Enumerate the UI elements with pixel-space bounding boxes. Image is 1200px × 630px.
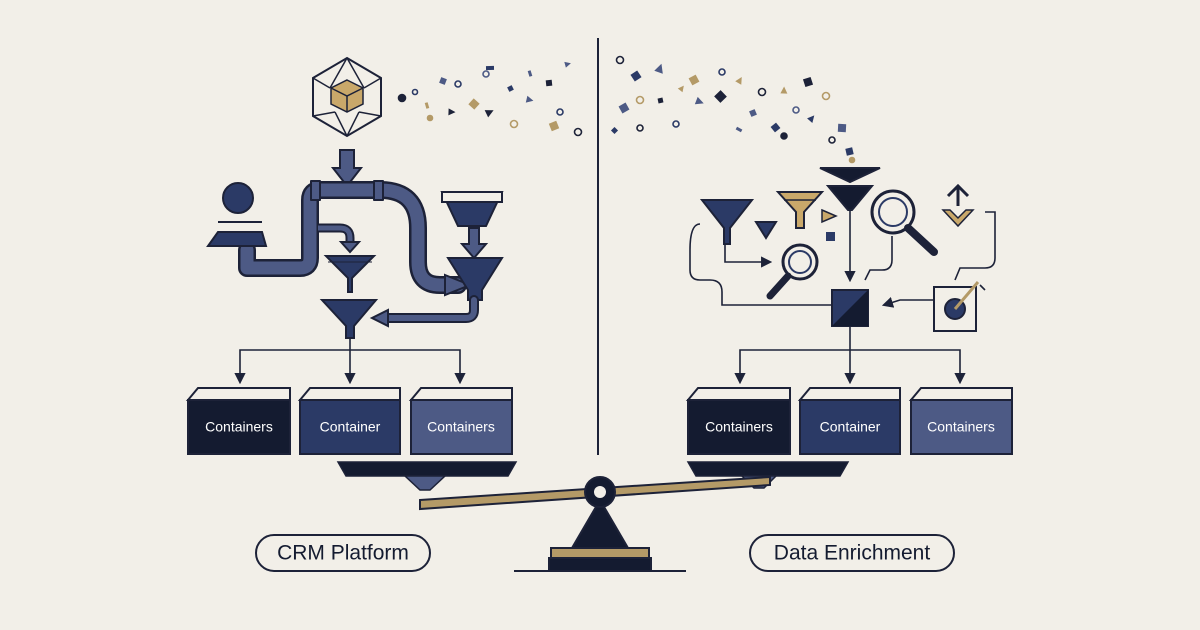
data-enrichment-label: Data Enrichment: [749, 534, 955, 572]
confetti-piece: [780, 132, 788, 140]
magnifier-icon: [766, 243, 819, 300]
container-box: Containers: [185, 387, 291, 455]
container-box: Containers: [685, 387, 791, 455]
confetti-piece: [615, 55, 625, 65]
confetti-piece: [525, 95, 534, 103]
confetti-piece: [630, 70, 642, 82]
confetti-piece: [654, 63, 663, 74]
confetti-piece: [688, 74, 700, 86]
funnel-icon: [699, 199, 755, 245]
container-box: Containers: [408, 387, 513, 455]
funnel-icon: [754, 221, 778, 240]
confetti-piece: [448, 108, 456, 116]
confetti-piece: [636, 124, 644, 132]
pipe-arrow-icon: [444, 273, 473, 297]
funnel-icon: [446, 257, 504, 301]
seesaw-scale-icon: [336, 461, 850, 572]
confetti-piece: [545, 79, 553, 87]
confetti-piece: [454, 80, 462, 88]
confetti-piece: [507, 85, 514, 92]
container-box: Container: [297, 387, 401, 455]
gauge-icon: [933, 281, 980, 332]
confetti-piece: [821, 91, 831, 101]
confetti-piece: [792, 106, 800, 114]
confetti-piece: [484, 110, 494, 118]
crm-platform-label: CRM Platform: [255, 534, 431, 572]
magnifier-icon: [870, 189, 938, 256]
container-label: Containers: [927, 419, 995, 435]
up-down-arrow-icon: [941, 183, 975, 228]
confetti-piece: [807, 115, 815, 123]
funnel-icon: [819, 167, 881, 211]
container-box: Containers: [908, 387, 1013, 455]
confetti-piece: [635, 95, 645, 105]
container-label: Containers: [427, 419, 495, 435]
confetti-piece: [749, 109, 757, 117]
person-icon: [206, 182, 268, 247]
confetti-piece: [482, 70, 490, 78]
confetti-piece: [548, 120, 560, 132]
right-containers: Containers Container Containers: [685, 387, 1013, 455]
funnel-icon: [775, 191, 825, 229]
confetti-piece: [509, 119, 519, 129]
diagonal-square-icon: [831, 289, 869, 327]
connector-lines: [689, 211, 996, 308]
confetti-piece: [573, 127, 583, 137]
confetti-shapes-icon: [397, 55, 856, 164]
confetti-piece: [735, 126, 743, 133]
container-label: Container: [820, 419, 881, 435]
confetti-piece: [718, 68, 726, 76]
pipe-icon: [238, 180, 467, 294]
confetti-piece: [657, 97, 664, 104]
confetti-piece: [610, 126, 619, 135]
data-enrichment-text: Data Enrichment: [774, 542, 931, 565]
confetti-piece: [837, 123, 847, 133]
funnel-icon: [440, 191, 504, 227]
container-label: Containers: [705, 419, 773, 435]
confetti-piece: [397, 93, 407, 103]
confetti-piece: [424, 102, 430, 109]
confetti-piece: [411, 88, 419, 96]
confetti-piece: [845, 147, 854, 156]
confetti-piece: [757, 87, 767, 97]
confetti-piece: [485, 65, 495, 71]
distribution-arrows: [234, 338, 466, 385]
confetti-piece: [828, 136, 836, 144]
confetti-piece: [677, 85, 684, 93]
confetti-piece: [439, 77, 447, 85]
confetti-piece: [618, 102, 630, 114]
left-containers: Containers Container Containers: [185, 387, 513, 455]
confetti-piece: [735, 76, 742, 85]
confetti-piece: [802, 76, 814, 88]
confetti-piece: [556, 108, 564, 116]
confetti-piece: [780, 86, 788, 94]
funnel-icon: [319, 299, 379, 339]
confetti-piece: [714, 90, 727, 103]
container-label: Containers: [205, 419, 273, 435]
cube-in-hexagon-icon: [312, 56, 382, 138]
container-box: Container: [797, 387, 901, 455]
confetti-piece: [468, 98, 480, 110]
confetti-piece: [694, 96, 704, 105]
down-arrow-icon: [330, 149, 364, 188]
confetti-piece: [672, 120, 680, 128]
distribution-arrows: [734, 345, 966, 385]
confetti-piece: [527, 70, 533, 77]
down-arrow-icon: [459, 227, 489, 260]
confetti-piece: [770, 122, 781, 133]
crm-platform-text: CRM Platform: [277, 542, 409, 565]
confetti-piece: [848, 156, 856, 164]
confetti-piece: [426, 114, 434, 122]
container-label: Container: [320, 419, 381, 435]
confetti-piece: [564, 61, 571, 68]
funnel-icon: [323, 255, 377, 293]
